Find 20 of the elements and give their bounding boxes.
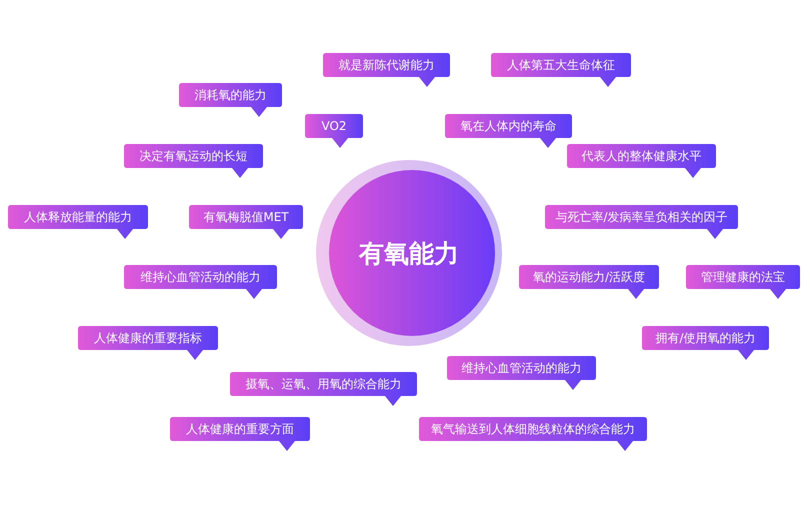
speech-bubble: 与死亡率/发病率呈负相关的因子 <box>545 205 738 239</box>
center-circle: 有氧能力 <box>316 160 502 346</box>
speech-bubble: 人体健康的重要方面 <box>170 417 310 451</box>
speech-bubble: 维持心血管活动的能力 <box>447 356 596 390</box>
speech-bubble: VO2 <box>305 114 363 148</box>
speech-bubble: 氧在人体内的寿命 <box>445 114 572 148</box>
speech-bubble: 决定有氧运动的长短 <box>124 144 263 178</box>
speech-bubble: 就是新陈代谢能力 <box>323 53 450 87</box>
speech-bubble: 拥有/使用氧的能力 <box>642 326 769 360</box>
speech-bubble: 有氧梅脱值MET <box>189 205 303 239</box>
speech-bubble: 人体第五大生命体征 <box>491 53 631 87</box>
speech-bubble: 氧的运动能力/活跃度 <box>519 265 659 299</box>
speech-bubble: 管理健康的法宝 <box>686 265 800 299</box>
speech-bubble: 人体释放能量的能力 <box>8 205 148 239</box>
speech-bubble: 代表人的整体健康水平 <box>567 144 716 178</box>
speech-bubble: 氧气输送到人体细胞线粒体的综合能力 <box>419 417 647 451</box>
speech-bubble: 人体健康的重要指标 <box>78 326 218 360</box>
speech-bubble: 维持心血管活动的能力 <box>124 265 277 299</box>
speech-bubble: 消耗氧的能力 <box>179 83 282 117</box>
speech-bubble: 摄氧、运氧、用氧的综合能力 <box>230 372 417 406</box>
